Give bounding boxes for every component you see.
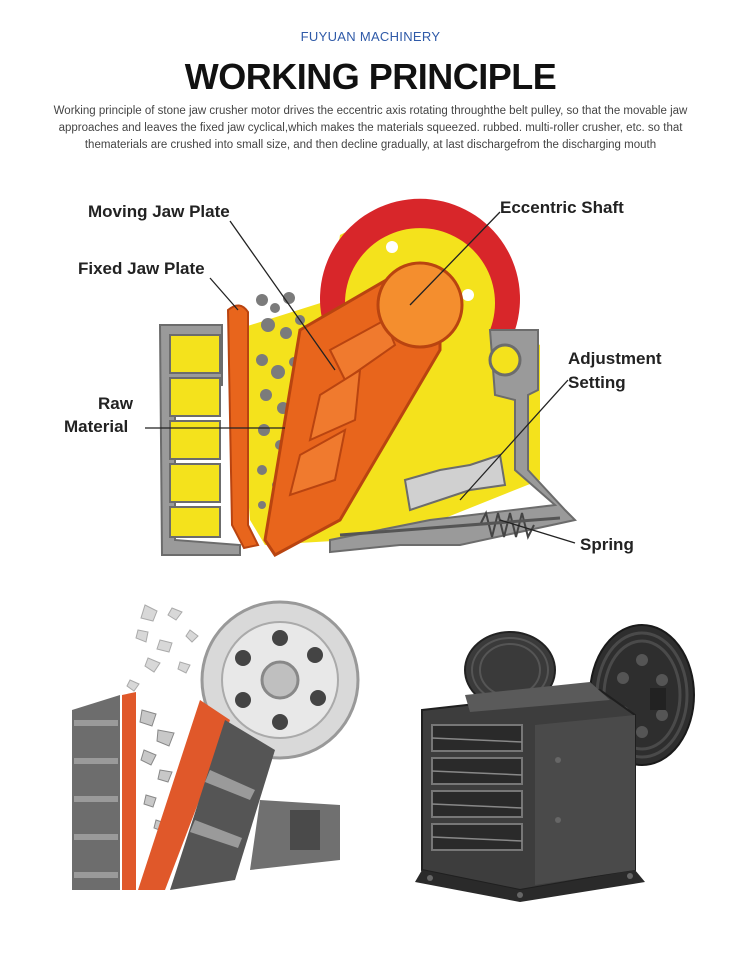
machine-shelf-highlights: [431, 737, 523, 842]
machine-hub: [650, 688, 666, 710]
flywheel: [319, 198, 521, 330]
machine-flywheel-holes: [617, 654, 668, 738]
rear-frame: [329, 329, 578, 554]
cutaway-hub: [260, 660, 300, 700]
eccentric-shaft: [376, 261, 464, 349]
cutaway-frame-ribs: [74, 720, 118, 878]
cutaway-flywheel-holes: [235, 630, 326, 730]
flying-stones: [126, 604, 199, 692]
label-fixed-jaw-plate: Fixed Jaw Plate: [78, 259, 205, 278]
label-adjustment-line1: Adjustment: [568, 349, 662, 368]
fixed-jaw-plate: [226, 304, 260, 550]
label-eccentric-shaft: Eccentric Shaft: [500, 198, 624, 217]
moving-jaw-windows: [288, 318, 397, 497]
flywheel-hole: [462, 289, 474, 301]
adjustment-wheel: [488, 343, 522, 377]
cutaway-toggle-block: [290, 810, 320, 850]
label-raw-material-line2: Material: [64, 417, 128, 436]
cutaway-jaw-ribs: [190, 770, 255, 848]
label-adjustment-line2: Setting: [568, 373, 626, 392]
cutaway-fixed-frame: [72, 695, 120, 890]
brand-name: FUYUAN MACHINERY: [300, 29, 441, 44]
spring: [479, 510, 535, 540]
page-title: WORKING PRINCIPLE: [184, 56, 557, 97]
machine-base: [415, 870, 645, 902]
description: Working principle of stone jaw crusher m…: [53, 105, 688, 151]
cutaway-photo: [72, 600, 360, 890]
leader-lines: [145, 211, 576, 544]
cutaway-fixed-jaw: [122, 692, 136, 890]
cutaway-moving-jaw: [138, 700, 230, 890]
flywheel-hole: [386, 241, 398, 253]
toggle-plate: [403, 453, 507, 512]
machine-bolts: [427, 757, 633, 898]
jaw-crusher-diagram: Moving Jaw Plate Fixed Jaw Plate Raw Mat…: [64, 198, 662, 557]
label-spring: Spring: [580, 535, 634, 554]
frame-cells: [169, 334, 221, 538]
machine-side-panel: [535, 715, 635, 885]
cutaway-swing-jaw-body: [170, 720, 275, 890]
label-raw-material-line1: Raw: [98, 394, 134, 413]
machine-photo: [415, 624, 695, 902]
label-moving-jaw-plate: Moving Jaw Plate: [88, 202, 230, 221]
tension-rod: [339, 516, 561, 537]
machine-top-cover: [465, 682, 610, 712]
